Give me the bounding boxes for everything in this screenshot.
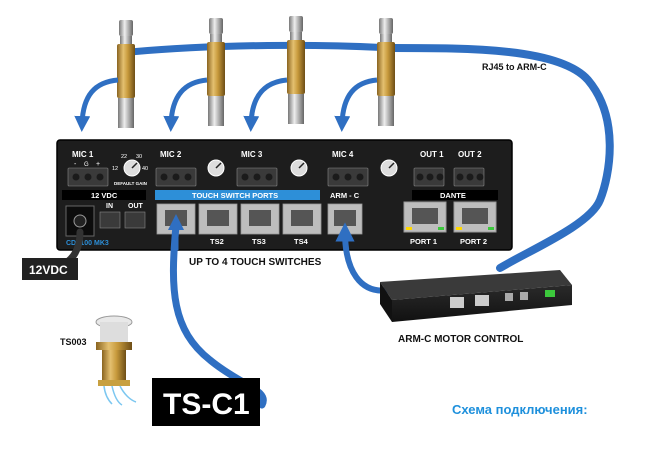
ts2-label: TS2 [210,237,224,246]
default-gain-label: DEFAULT GAIN [114,181,147,186]
up-to-4-label: UP TO 4 TOUCH SWITCHES [189,257,322,268]
rj45-label: RJ45 to ARM-C [482,62,547,72]
model-label: CDT100 MK3 [66,240,109,247]
dial-22-label: 22 [121,154,127,160]
dante-ports [403,201,497,233]
port2-label: PORT 2 [460,237,487,246]
mic-4-element [377,18,395,126]
armc-label: ARM - C [330,191,360,200]
mic-3-arrow [243,77,288,132]
motor-control-label: ARM-C MOTOR CONTROL [398,334,523,345]
vdc-box-label: 12VDC [29,263,68,277]
tsc1-label: TS-C1 [163,388,250,421]
vdc-strip [62,190,146,200]
mic4-label: MIC 4 [332,150,354,159]
pin-minus-label: - [74,161,77,168]
dial-12-label: 12 [112,166,118,172]
ts4-label: TS4 [294,237,309,246]
in-label: IN [106,203,113,210]
mic-2-element [207,18,225,126]
dial-40-label: 40 [142,166,148,172]
pin-plus-label: + [96,161,100,168]
mic-4-arrow [334,77,378,132]
out2-label: OUT 2 [458,150,482,159]
ts003-label: TS003 [60,337,87,347]
mic-1-element [117,20,135,128]
out1-label: OUT 1 [420,150,444,159]
mic-1-arrow [74,77,119,132]
dante-label: DANTE [440,191,466,200]
mic-3-element [287,16,305,124]
ts003-switch [95,315,137,406]
mic2-label: MIC 2 [160,150,182,159]
touch-strip [155,190,320,200]
vdc-box [22,258,78,280]
mic3-label: MIC 3 [241,150,263,159]
mic1-label: MIC 1 [72,150,94,159]
gain-dial-4 [380,159,398,177]
gain-dial-3 [290,159,308,177]
touch-strip-label: TOUCH SWITCH PORTS [192,191,278,200]
caption: Схема подключения: [452,402,588,417]
gain-dial-2 [207,159,225,177]
rj45-cable-top [126,41,396,56]
tsc1-box [152,378,260,426]
armc-motor-control-box [380,270,572,322]
vdc-strip-label: 12 VDC [91,191,118,200]
port1-label: PORT 1 [410,237,437,246]
mic-2-arrow [163,77,208,132]
gain-dial-1: 12 22 30 40 DEFAULT GAIN [112,154,148,186]
terminal-screws [72,173,484,181]
pin-g-label: G [84,162,89,168]
dial-30-label: 30 [136,154,142,160]
dante-strip [412,190,498,200]
out-label: OUT [128,203,144,210]
rj45-cable [388,44,614,272]
ts3-label: TS3 [252,237,266,246]
